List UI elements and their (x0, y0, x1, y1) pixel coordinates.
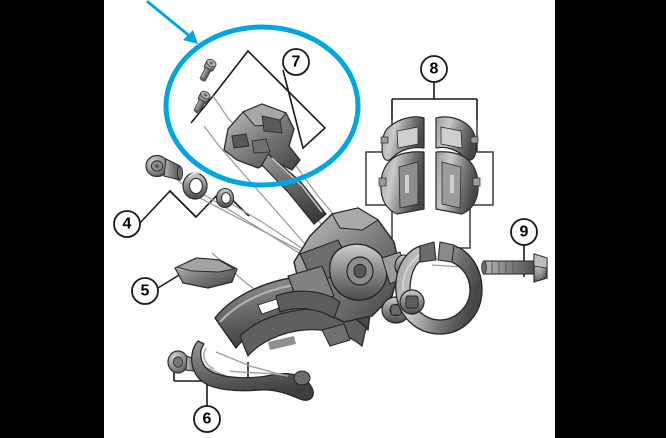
callout-7-label: 7 (292, 54, 301, 71)
clamp-shim-bottom-right (435, 151, 481, 215)
leader-bracket-8 (391, 82, 478, 120)
clamp-shim-top-left (380, 116, 425, 161)
cover-plate-part (174, 257, 238, 289)
callout-5-label: 5 (141, 283, 150, 300)
small-washer-part (215, 187, 235, 209)
inner-cage-plate-part (191, 340, 314, 401)
thin-leader-bolt-lower (203, 125, 313, 253)
leader-8-leg-right (444, 120, 494, 249)
mounting-bracket-part (223, 103, 327, 225)
thin-leader-washer-lg (197, 190, 331, 273)
callout-4-label: 4 (123, 216, 132, 233)
clamp-band-ring-part (395, 241, 483, 335)
highlight-annotation (146, 0, 361, 188)
callout-6-label: 6 (203, 411, 212, 428)
clamp-shim-bottom-left (378, 151, 425, 215)
bolt-upper-part (199, 58, 217, 82)
callout-7[interactable]: 7 (282, 48, 310, 76)
callout-8-label: 8 (430, 61, 439, 78)
callout-9-label: 9 (520, 224, 529, 241)
clamp-fixing-bolt-part (481, 253, 548, 283)
callout-8[interactable]: 8 (420, 55, 448, 83)
callout-9[interactable]: 9 (510, 218, 538, 246)
letterbox-right (555, 0, 666, 438)
pointer-arrow-head (183, 30, 198, 44)
callout-4[interactable]: 4 (113, 210, 141, 238)
pointer-arrow-shaft (146, 0, 194, 40)
leader-4-diagonal (169, 190, 197, 218)
pivot-bolt-part (145, 154, 184, 181)
large-washer-part (182, 171, 208, 200)
bolt-lower-part (193, 90, 211, 114)
callout-5[interactable]: 5 (131, 277, 159, 305)
clamp-shim-top-right (435, 116, 479, 161)
letterbox-left (0, 0, 104, 438)
callout-6[interactable]: 6 (193, 405, 221, 433)
thin-leader-cage (215, 351, 287, 377)
highlight-ellipse (163, 24, 361, 188)
